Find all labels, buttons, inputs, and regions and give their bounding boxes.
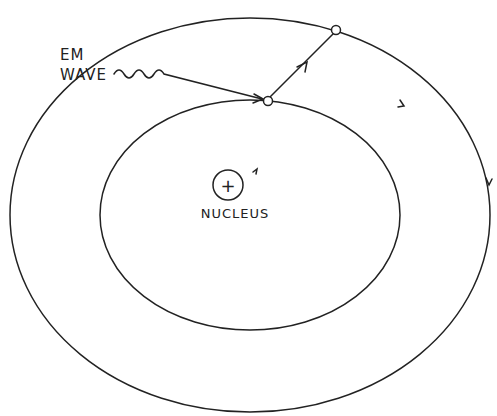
orbit-direction-mark (253, 169, 257, 174)
nucleus-label: NUCLEUS (201, 206, 270, 221)
outer-orbit (10, 18, 490, 412)
em-wave (114, 70, 262, 99)
inner-electron (264, 97, 273, 106)
nucleus-circle: +NUCLEUS (212, 169, 244, 201)
outer-electron (332, 26, 341, 35)
jump-arrowhead (297, 62, 307, 72)
electron-jump-line (270, 34, 333, 97)
nucleus-ring (213, 170, 243, 200)
wave-label: EM WAVE (60, 46, 112, 85)
charge-sign: + (220, 175, 235, 196)
inner-orbit (100, 100, 400, 330)
orbit-direction-mark (398, 100, 404, 107)
orbit-direction-mark (486, 178, 492, 185)
em-wave-arrowhead (253, 94, 263, 103)
